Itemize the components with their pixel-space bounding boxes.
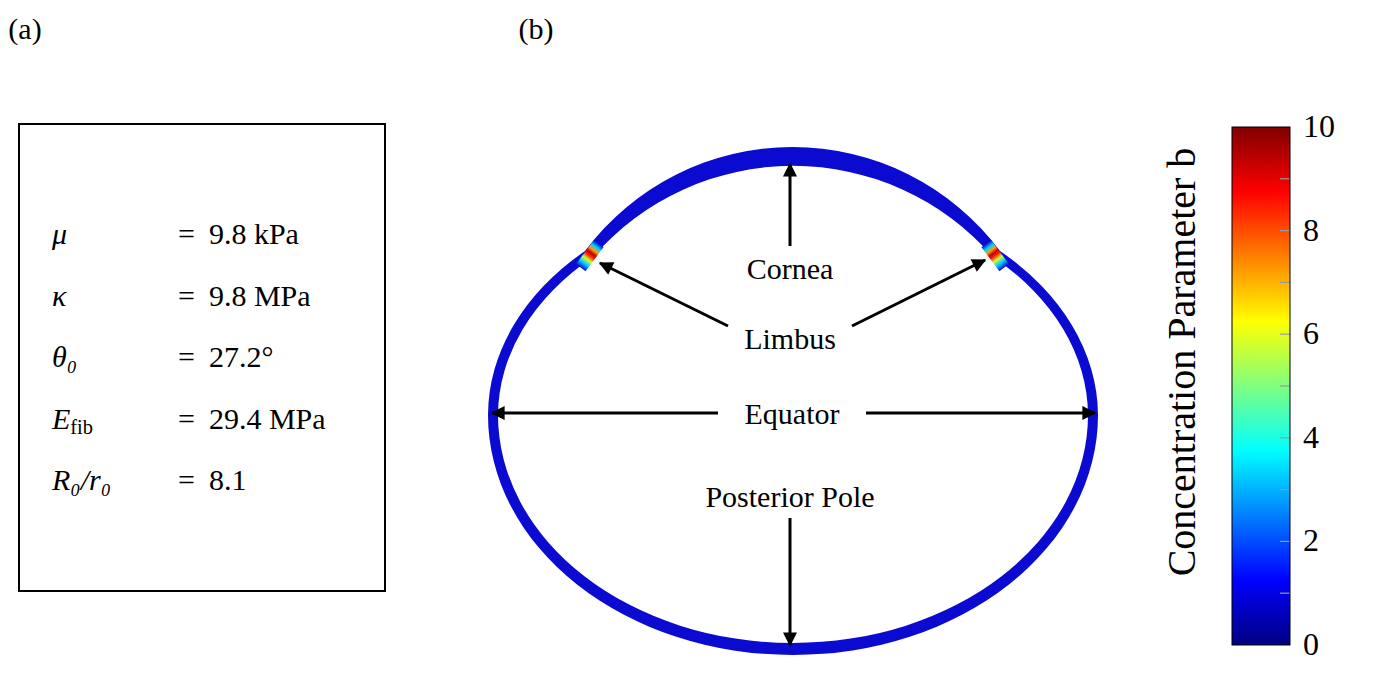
- label-anchor: 2: [1300, 524, 1322, 559]
- label-anchor: 6: [1300, 317, 1322, 352]
- leader-arrow: [789, 518, 792, 645]
- parameter-value: 27.2°: [209, 340, 326, 375]
- colorbar-ticks: [1280, 179, 1290, 593]
- parameter-value: 9.8 MPa: [209, 279, 326, 314]
- parameter-symbol: θ₀: [52, 340, 164, 375]
- parameter-value: 9.8 kPa: [209, 217, 326, 252]
- leader-arrow: [492, 412, 718, 415]
- parameter-symbol: Efib: [52, 402, 164, 437]
- limbus-band: [986, 244, 1004, 268]
- parameter-symbol: κ: [52, 279, 164, 314]
- tick-label: 8: [1300, 213, 1322, 248]
- colorbar-title: Concentration Parameter b: [1160, 145, 1204, 580]
- symbol-subscript: fib: [70, 416, 93, 438]
- leader-arrow: [789, 164, 792, 246]
- label-anchor: 0: [1300, 627, 1322, 662]
- equals-sign: =: [178, 402, 195, 437]
- leader-arrow: [866, 412, 1095, 415]
- part-label: Equator: [742, 397, 843, 430]
- parameter-symbol: μ: [52, 217, 164, 252]
- panel-label: (b): [516, 12, 557, 45]
- tick-label: 0: [1300, 627, 1322, 662]
- equals-sign: =: [178, 340, 195, 375]
- leader-arrow: [852, 260, 985, 326]
- label-anchor: Cornea: [744, 252, 837, 285]
- equals-sign: =: [178, 463, 195, 498]
- label-anchor: 10: [1300, 109, 1338, 144]
- tick-label: 2: [1300, 524, 1322, 559]
- equals-sign: =: [178, 279, 195, 314]
- label-anchor: Concentration Parameter b: [1160, 145, 1204, 580]
- tick-label: 4: [1300, 420, 1322, 455]
- tick-label: 6: [1300, 317, 1322, 352]
- eye-wall: [488, 147, 1098, 655]
- label-anchor: (b): [516, 12, 557, 45]
- part-label: Posterior Pole: [702, 480, 877, 513]
- symbol-base: E: [52, 402, 70, 435]
- parameter-value: 8.1: [209, 463, 326, 498]
- part-label: Limbus: [741, 322, 839, 355]
- leader-arrow: [600, 263, 728, 326]
- equals-sign: =: [178, 217, 195, 252]
- parameter-value: 29.4 MPa: [209, 402, 326, 437]
- limbus-band: [581, 244, 599, 268]
- panel-label: (a): [5, 12, 44, 45]
- parameter-table: μ = 9.8 kPa κ = 9.8 MPa θ₀ = 27.2° Efib = 29.4 MPaR…: [20, 217, 356, 498]
- part-label: Cornea: [744, 252, 837, 285]
- parameter-symbol: R₀/r₀: [52, 463, 164, 498]
- colorbar-frame: [1232, 127, 1290, 645]
- label-anchor: (a): [5, 12, 44, 45]
- tick-label: 10: [1300, 109, 1338, 144]
- label-anchor: Posterior Pole: [702, 480, 877, 513]
- label-anchor: Equator: [742, 397, 843, 430]
- label-anchor: 4: [1300, 420, 1322, 455]
- label-anchor: Limbus: [741, 322, 839, 355]
- label-anchor: 8: [1300, 213, 1322, 248]
- colorbar: [1232, 127, 1290, 645]
- parameter-box: μ = 9.8 kPa κ = 9.8 MPa θ₀ = 27.2° Efib = 29.4 MPaR…: [18, 123, 386, 592]
